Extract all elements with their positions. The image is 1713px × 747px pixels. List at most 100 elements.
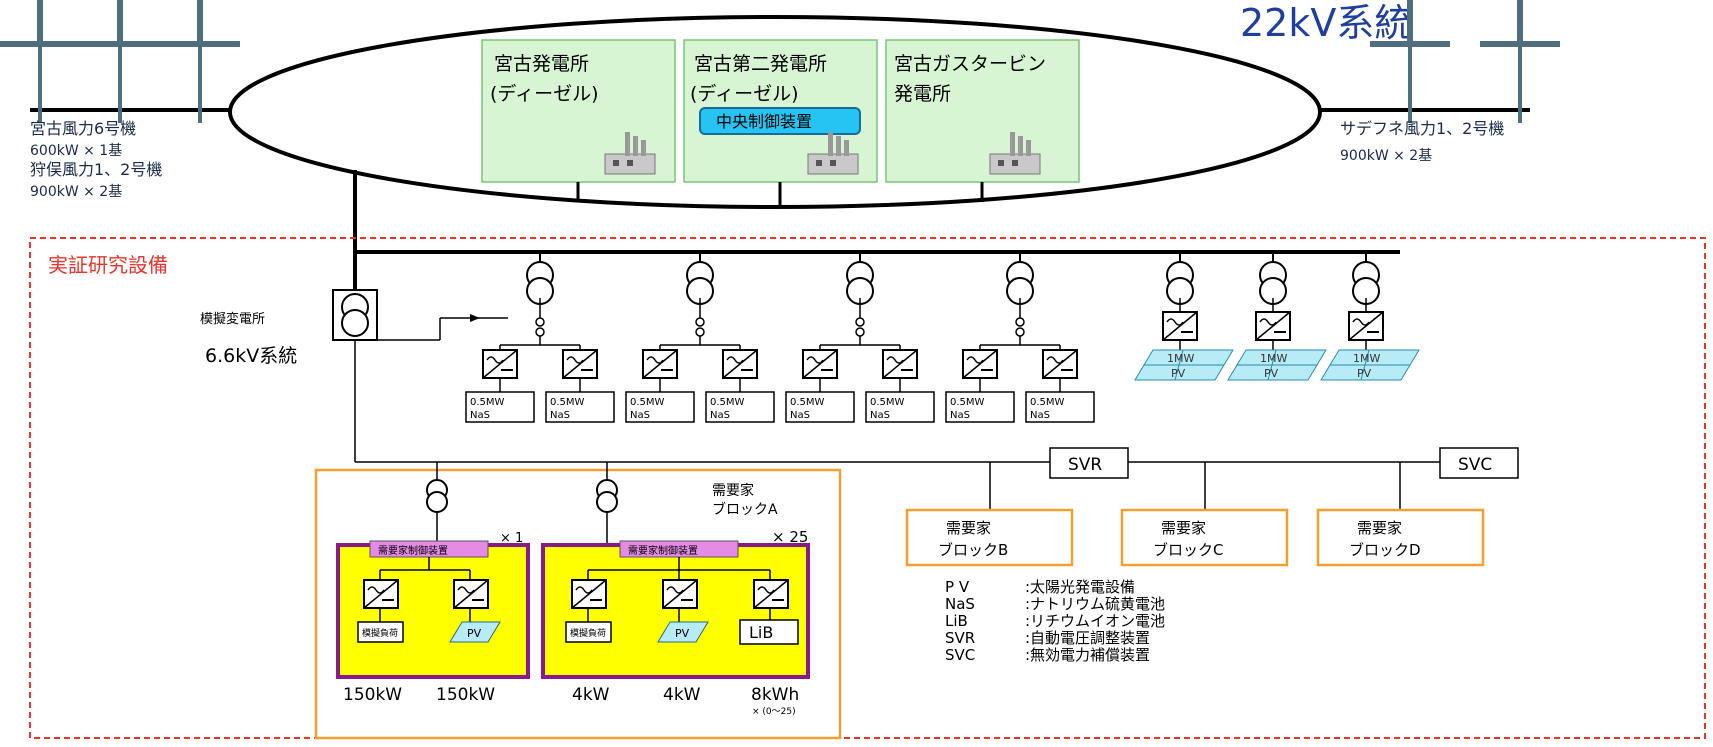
wind-turbine-icon <box>1480 0 1560 123</box>
nas-rating: 0.5MW <box>870 397 905 408</box>
block-c-line1: 需要家 <box>1161 519 1206 537</box>
switch-icon <box>695 317 705 327</box>
switch-icon <box>1015 317 1025 327</box>
legend-abbr: NaS <box>945 595 975 613</box>
svr-box <box>1049 447 1129 479</box>
pv-type: PV <box>1357 367 1372 380</box>
rating-right-3: 8kWh <box>751 685 799 705</box>
nas-rating: 0.5MW <box>950 397 985 408</box>
inverter-icon <box>562 349 598 379</box>
substation-label: 模擬変電所 <box>200 311 265 327</box>
inverter-icon <box>753 579 789 609</box>
nas-type: NaS <box>630 410 650 421</box>
switch-icon <box>855 317 865 327</box>
inverter-icon <box>482 349 518 379</box>
nas-battery-box <box>705 391 775 423</box>
block-b-line1: 需要家 <box>946 519 991 537</box>
svc-box <box>1439 447 1519 479</box>
transformer-icon <box>846 261 874 305</box>
central-control-label: 中央制御装置 <box>716 112 812 131</box>
legend-abbr: LiB <box>945 612 968 630</box>
nas-battery-box <box>945 391 1015 423</box>
svr-label: SVR <box>1068 455 1102 475</box>
wind-left-line2: 600kW × 1基 <box>30 142 122 159</box>
block-d-line1: 需要家 <box>1357 519 1402 537</box>
pv-type: PV <box>1264 367 1279 380</box>
nas-rating: 0.5MW <box>710 397 745 408</box>
wind-left-line4: 900kW × 2基 <box>30 183 122 200</box>
block-d-line2: ブロックD <box>1349 541 1421 559</box>
block-c-line2: ブロックC <box>1153 541 1223 559</box>
block-a-title-1: 需要家 <box>712 482 754 499</box>
nas-rating: 0.5MW <box>1030 397 1065 408</box>
wind-left-line1: 宮古風力6号機 <box>30 119 136 138</box>
legend-desc: :リチウムイオン電池 <box>1025 612 1165 630</box>
block-b-line2: ブロックB <box>938 541 1008 559</box>
nas-group: 0.5MW NaS 0.5MW NaS 0.5MW NaS 0.5MW NaS 0.5MW NaS… <box>465 252 1095 423</box>
inverter-icon <box>662 579 698 609</box>
transformer-icon <box>686 261 714 305</box>
load-box <box>357 621 404 643</box>
controller-label-left: 需要家制御装置 <box>378 544 448 557</box>
inverter-icon <box>882 349 918 379</box>
nas-type: NaS <box>550 410 570 421</box>
legend: P V:太陽光発電設備NaS:ナトリウム硫黄電池LiB:リチウムイオン電池SVR… <box>945 578 1165 664</box>
nas-battery-box <box>625 391 695 423</box>
legend-abbr: P V <box>945 578 970 596</box>
facility-border <box>29 237 1706 739</box>
block-a-title-2: ブロックA <box>712 501 778 518</box>
plant-2-line1: 宮古第二発電所 <box>694 53 827 75</box>
load-label-right: 模擬負荷 <box>570 627 606 639</box>
nas-rating: 0.5MW <box>550 397 585 408</box>
plant-1-line1: 宮古発電所 <box>494 53 589 75</box>
legend-abbr: SVR <box>945 629 975 647</box>
inverter-icon <box>722 349 758 379</box>
nas-type: NaS <box>790 410 810 421</box>
customer-unit-x25 <box>541 543 810 679</box>
pv-type: PV <box>1171 367 1186 380</box>
nas-rating: 0.5MW <box>470 397 505 408</box>
inverter-icon <box>1255 311 1291 341</box>
lib-count-note: × (0〜25) <box>752 707 796 717</box>
lib-box <box>739 619 799 645</box>
customer-unit-x1 <box>336 543 530 679</box>
nas-type: NaS <box>950 410 970 421</box>
transformer-icon <box>426 479 448 513</box>
22kv-ring-bus <box>228 15 1322 209</box>
controller-label-right: 需要家制御装置 <box>628 544 698 557</box>
nas-battery-box <box>465 391 535 423</box>
nas-battery-box <box>785 391 855 423</box>
nas-type: NaS <box>710 410 730 421</box>
pv-panel-icon <box>449 621 501 643</box>
wind-right-line1: サデフネ風力1、2号機 <box>1340 119 1504 138</box>
rating-left-2: 150kW <box>436 685 495 705</box>
facility-label: 実証研究設備 <box>48 253 168 277</box>
transformer-icon <box>1166 261 1194 305</box>
plant-2-line2: (ディーゼル) <box>690 83 799 105</box>
wind-turbine-icon <box>0 0 80 123</box>
wind-turbine-icon <box>80 0 160 123</box>
switch-icon <box>695 327 705 337</box>
rating-right-1: 4kW <box>572 685 610 705</box>
pv-rating: 1MW <box>1260 352 1287 365</box>
multiplier-left: × 1 <box>500 531 523 546</box>
lib-label: LiB <box>749 623 773 642</box>
inverter-icon <box>1348 311 1384 341</box>
nas-type: NaS <box>1030 410 1050 421</box>
block-d <box>1316 508 1485 567</box>
load-box <box>565 621 612 643</box>
rating-left-1: 150kW <box>343 685 402 705</box>
nas-battery-box <box>1025 391 1095 423</box>
wind-left-line3: 狩俣風力1、2号機 <box>30 160 162 179</box>
block-c <box>1120 508 1289 567</box>
svc-label: SVC <box>1458 455 1492 475</box>
wind-right-line2: 900kW × 2基 <box>1340 147 1432 164</box>
nas-rating: 0.5MW <box>630 397 665 408</box>
nas-rating: 0.5MW <box>790 397 825 408</box>
inverter-icon <box>642 349 678 379</box>
switch-icon <box>855 327 865 337</box>
legend-desc: :太陽光発電設備 <box>1025 578 1135 596</box>
transformer-icon <box>1259 261 1287 305</box>
